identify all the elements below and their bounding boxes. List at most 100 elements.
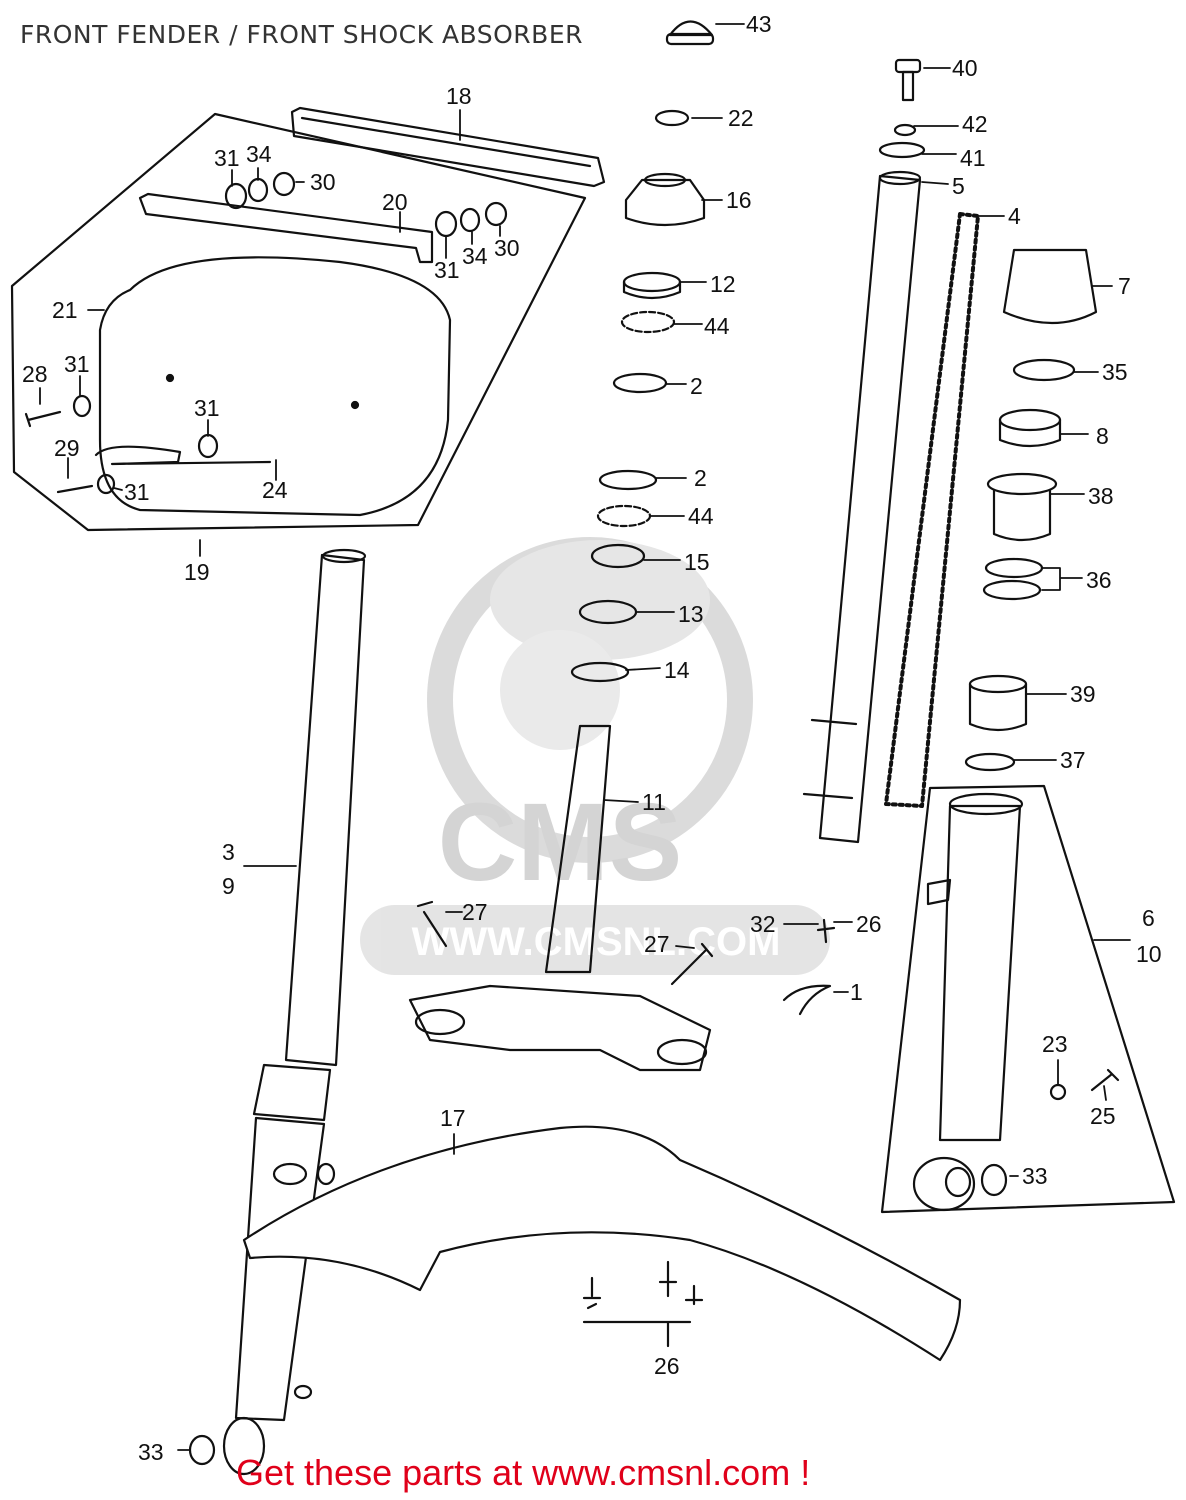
part-39-piston [968, 674, 1028, 732]
part-20-bracket [138, 192, 434, 264]
part-19-number-plate-outline [10, 112, 587, 532]
label-34-b: 34 [462, 243, 488, 269]
label-18: 18 [446, 83, 472, 109]
part-31-washer-d [197, 433, 219, 459]
label-14: 14 [664, 657, 690, 683]
label-12: 12 [710, 271, 736, 297]
label-29: 29 [54, 435, 80, 461]
part-6-10-fork-slider [912, 792, 1024, 1212]
part-31-washer-e [96, 473, 116, 495]
label-1: 1 [850, 979, 863, 1005]
part-2-race-lower [598, 469, 658, 491]
part-3-9-front-fork-left [222, 548, 367, 1476]
label-34-a: 34 [246, 141, 272, 167]
hardware-31-34-30-top [224, 171, 508, 238]
cms-watermark: CMS WWW.CMSNL.COM [360, 537, 830, 975]
label-40: 40 [952, 55, 978, 81]
part-2-race-upper [612, 372, 668, 394]
label-8: 8 [1096, 423, 1109, 449]
label-19: 19 [184, 559, 210, 585]
label-3: 3 [222, 839, 235, 865]
label-16: 16 [726, 187, 752, 213]
label-31-a: 31 [214, 145, 240, 171]
watermark-brand: CMS [438, 781, 682, 904]
part-31-washer-c [72, 394, 92, 418]
label-39: 39 [1070, 681, 1096, 707]
part-17-front-fender [242, 1125, 962, 1362]
part-23-nut [1049, 1083, 1067, 1101]
part-11-steering-stem [408, 724, 712, 1072]
part-37-ring [964, 752, 1016, 772]
label-22: 22 [728, 105, 754, 131]
part-24-wire [94, 445, 272, 466]
label-7: 7 [1118, 273, 1131, 299]
label-11: 11 [642, 789, 666, 815]
part-43-cap-nut [665, 20, 715, 46]
label-42: 42 [962, 111, 988, 137]
part-40-bolt [894, 58, 922, 102]
label-30-a: 30 [310, 169, 336, 195]
label-23: 23 [1042, 1031, 1068, 1057]
callout-labels: 43 40 18 22 42 41 5 16 31 34 30 20 4 31 … [22, 11, 1162, 1465]
label-44-b: 44 [688, 503, 714, 529]
label-27-a: 27 [462, 899, 488, 925]
part-27-bolt-b [670, 942, 714, 986]
part-5-fork-tube [802, 170, 922, 844]
label-20: 20 [382, 189, 408, 215]
label-31-b: 31 [434, 257, 460, 283]
label-17: 17 [440, 1105, 466, 1131]
label-38: 38 [1088, 483, 1114, 509]
label-33-left: 33 [138, 1439, 164, 1465]
part-44-balls-upper [620, 310, 676, 334]
label-13: 13 [678, 601, 704, 627]
label-5: 5 [952, 173, 965, 199]
label-6: 6 [1142, 905, 1155, 931]
part-14-washer [570, 661, 630, 683]
label-15: 15 [684, 549, 710, 575]
part-36-rings [982, 557, 1044, 601]
part-44-balls-lower [596, 504, 652, 528]
watermark-url: WWW.CMSNL.COM [412, 920, 781, 964]
label-9: 9 [222, 873, 235, 899]
part-26-fasteners-bottom [582, 1260, 704, 1348]
label-27-b: 27 [644, 931, 670, 957]
label-4: 4 [1008, 203, 1021, 229]
part-4-fork-spring [884, 212, 980, 808]
part-32-26-screw [816, 918, 836, 944]
part-16-steering-nut [624, 172, 706, 227]
part-29-screw [56, 484, 94, 494]
label-21: 21 [52, 297, 78, 323]
label-25: 25 [1090, 1103, 1116, 1129]
label-31-e: 31 [124, 479, 150, 505]
leader-lines [39, 23, 1131, 1451]
page-title: FRONT FENDER / FRONT SHOCK ABSORBER [20, 20, 583, 49]
part-22-clip [654, 109, 690, 127]
part-6-10-outline [880, 784, 1176, 1214]
label-31-c: 31 [64, 351, 90, 377]
label-30-b: 30 [494, 235, 520, 261]
label-35: 35 [1102, 359, 1128, 385]
part-7-fork-cap [1002, 248, 1098, 325]
part-38-bushing [986, 472, 1058, 542]
part-15-cone-race [590, 543, 646, 569]
label-26-b: 26 [654, 1353, 680, 1379]
part-25-bolt [1090, 1068, 1120, 1092]
part-41-washer [878, 141, 926, 159]
label-36: 36 [1086, 567, 1112, 593]
footer-link[interactable]: Get these parts at www.cmsnl.com ! [236, 1452, 811, 1493]
label-10: 10 [1136, 941, 1162, 967]
label-43: 43 [746, 11, 772, 37]
label-32: 32 [750, 911, 776, 937]
label-26-a: 26 [856, 911, 882, 937]
part-35-ring [1012, 358, 1076, 382]
label-2-a: 2 [690, 373, 703, 399]
part-42-washer [893, 123, 917, 137]
part-28-screw [24, 410, 62, 428]
label-44-a: 44 [704, 313, 730, 339]
label-37: 37 [1060, 747, 1086, 773]
part-18-fender-strap [290, 106, 606, 188]
label-28: 28 [22, 361, 48, 387]
label-24: 24 [262, 477, 288, 503]
label-33-right: 33 [1022, 1163, 1048, 1189]
